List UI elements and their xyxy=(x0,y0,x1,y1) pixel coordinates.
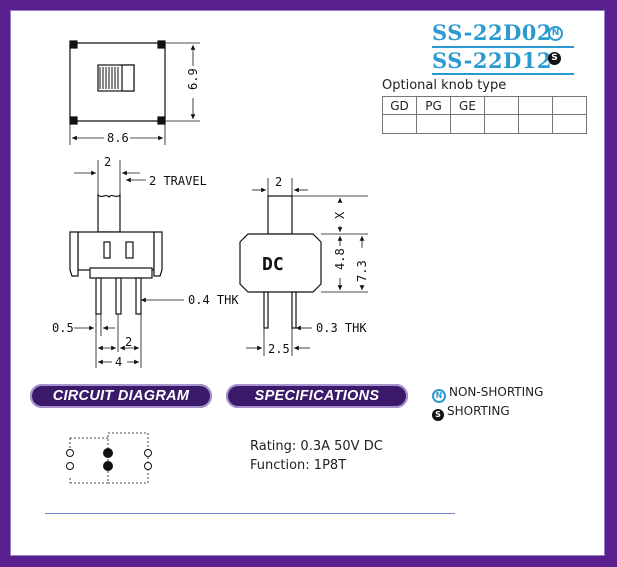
shorting-badge-icon: S xyxy=(548,52,561,65)
height-dim-label: 6.9 xyxy=(186,68,200,90)
knob-cell: GD xyxy=(382,96,417,115)
side-x-label: X xyxy=(333,211,347,219)
front-view xyxy=(69,160,184,368)
side-total-label: 7.3 xyxy=(355,260,369,282)
non-shorting-icon: N xyxy=(432,389,446,403)
rating-text: Rating: 0.3A 50V DC xyxy=(250,439,383,454)
model-title-n: SS-22D02 xyxy=(432,20,553,45)
model-title-s: SS-22D12 xyxy=(432,48,553,73)
pitch-top-label: 2 xyxy=(104,155,111,169)
specifications-heading-text: SPECIFICATIONS xyxy=(254,388,380,404)
circuit-diagram xyxy=(66,432,152,484)
non-shorting-label: NON-SHORTING xyxy=(449,385,544,399)
side-pin-label: 2.5 xyxy=(268,342,290,356)
side-body-label: 4.8 xyxy=(333,248,347,270)
knob-caption: Optional knob type xyxy=(382,78,507,93)
bottom-divider xyxy=(45,513,455,514)
circuit-diagram-heading-text: CIRCUIT DIAGRAM xyxy=(52,388,190,404)
body-marking: DC xyxy=(262,254,284,275)
specifications-heading: SPECIFICATIONS xyxy=(226,384,408,408)
title-underline-2 xyxy=(432,73,574,75)
knob-cell xyxy=(552,114,587,134)
circuit-diagram-heading: CIRCUIT DIAGRAM xyxy=(30,384,212,408)
pin-width-label: 0.5 xyxy=(52,321,74,335)
function-text: Function: 1P8T xyxy=(250,458,347,473)
knob-type-table: GD PG GE xyxy=(382,96,587,134)
title-underline xyxy=(432,46,574,48)
pin-span-label: 4 xyxy=(115,355,122,369)
shorting-icon: S xyxy=(432,409,444,421)
side-thk-label: 0.3 THK xyxy=(316,321,367,335)
side-knob-label: 2 xyxy=(275,175,282,189)
width-dim-label: 8.6 xyxy=(107,131,129,145)
pin-pitch-label: 2 xyxy=(125,335,132,349)
travel-label: 2 TRAVEL xyxy=(149,174,207,188)
top-view xyxy=(69,40,200,145)
shorting-label: SHORTING xyxy=(447,404,510,418)
inner-border xyxy=(10,10,605,556)
non-shorting-badge-icon: N xyxy=(548,26,563,41)
side-view xyxy=(239,178,368,356)
pin-thk-label: 0.4 THK xyxy=(188,293,239,307)
